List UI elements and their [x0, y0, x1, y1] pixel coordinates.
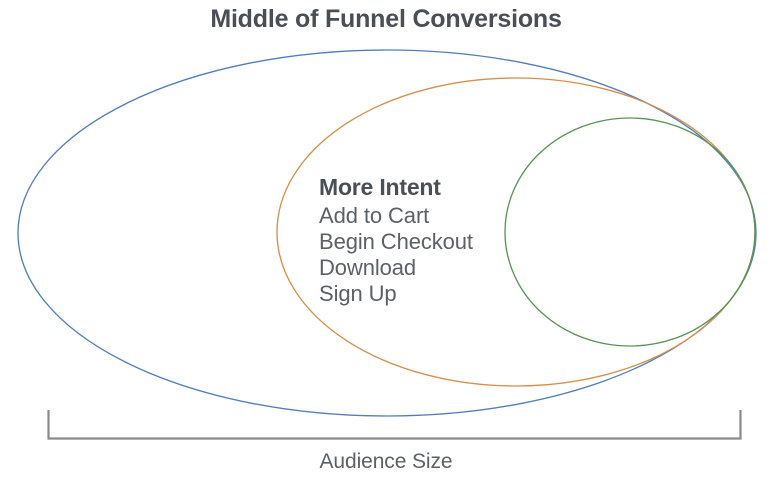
list-item: Download [319, 255, 417, 280]
ellipse-widest-audience [17, 49, 757, 417]
bracket-path [47, 410, 742, 440]
axis-label-audience-size: Audience Size [319, 450, 453, 473]
callout-heading: More Intent [319, 174, 441, 200]
callout-list: Add to Cart Begin Checkout Download Sign… [319, 203, 549, 307]
ellipse-narrowest-audience [504, 117, 756, 347]
callout-more-intent: More Intent Add to Cart Begin Checkout D… [319, 173, 549, 307]
page-title: Middle of Funnel Conversions [210, 5, 562, 33]
list-item: Begin Checkout [319, 229, 473, 254]
list-item: Sign Up [319, 281, 397, 306]
list-item: Add to Cart [319, 203, 430, 228]
